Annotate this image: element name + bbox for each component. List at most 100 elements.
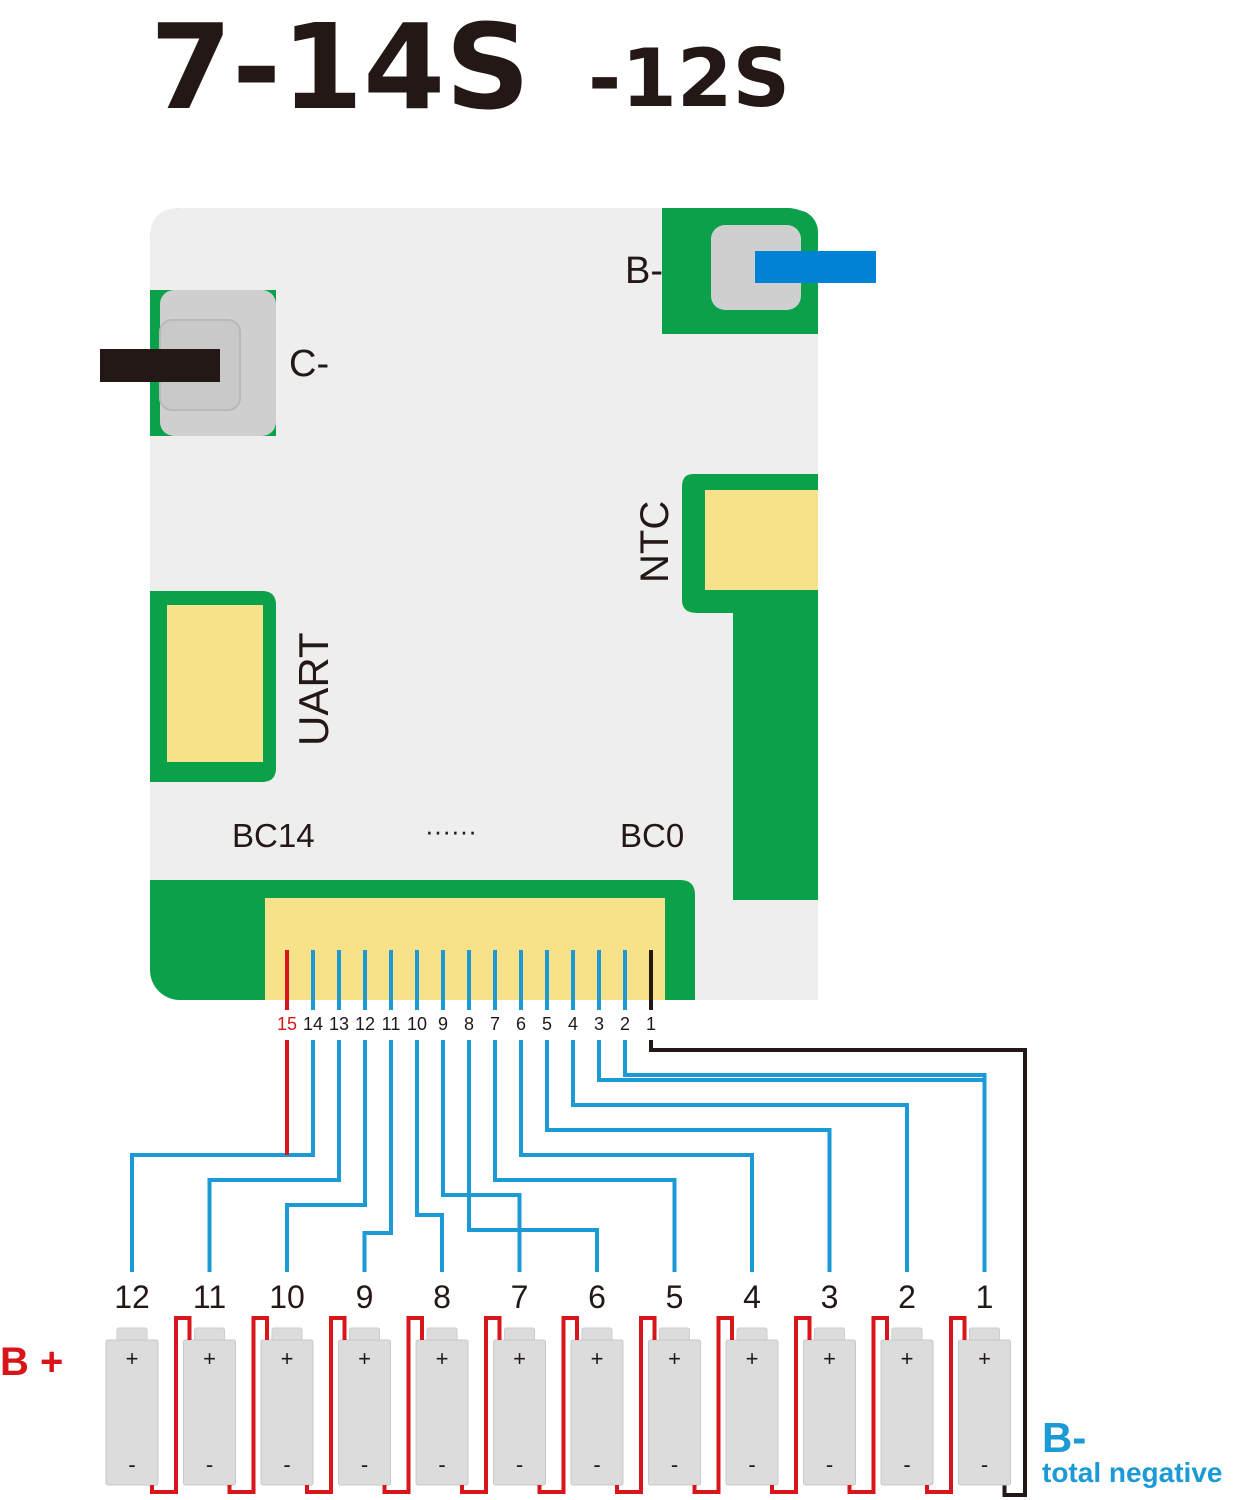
b-minus-sense-wire — [649, 1040, 1027, 1497]
c-minus-cable — [100, 349, 220, 382]
battery-cell-9: +- — [338, 1327, 391, 1486]
cell-body — [183, 1339, 236, 1486]
cell-body — [803, 1339, 856, 1486]
b-minus-total-caption: total negative — [1042, 1457, 1222, 1488]
bc-dots-label: ······ — [425, 816, 477, 846]
series-link-7-6 — [537, 1316, 579, 1494]
cell-body — [415, 1339, 469, 1486]
battery-cell-4: +- — [725, 1327, 779, 1486]
balance-wire-7 — [493, 1040, 677, 1272]
cell-minus-sign: - — [438, 1452, 445, 1477]
pin-label-12: 12 — [355, 1014, 375, 1034]
cell-label-3: 3 — [821, 1279, 839, 1315]
balance-wire-6 — [519, 1040, 754, 1272]
cell-label-9: 9 — [356, 1279, 374, 1315]
pin-label-15: 15 — [277, 1014, 297, 1034]
cell-minus-sign: - — [981, 1452, 988, 1477]
cell-plus-sign: + — [513, 1346, 526, 1371]
cell-label-11: 11 — [193, 1279, 226, 1315]
battery-cell-3: +- — [803, 1327, 856, 1486]
cell-label-1: 1 — [976, 1279, 994, 1315]
pin-label-9: 9 — [438, 1014, 448, 1034]
pin-label-11: 11 — [382, 1014, 401, 1034]
balance-wire-10 — [415, 1040, 444, 1272]
title-main: 7-14S — [150, 0, 530, 136]
uart-label: UART — [290, 632, 337, 746]
cell-minus-sign: - — [283, 1452, 290, 1477]
series-link-8-7 — [460, 1316, 502, 1494]
cell-label-2: 2 — [898, 1279, 916, 1315]
cell-body — [880, 1339, 934, 1486]
b-minus-label: B- — [625, 250, 663, 292]
balance-wire-12 — [285, 1040, 367, 1272]
battery-cell-11: +- — [183, 1327, 236, 1486]
series-link-3-2 — [847, 1316, 889, 1494]
cell-plus-sign: + — [203, 1346, 216, 1371]
b-minus-total-label: B- — [1042, 1414, 1086, 1461]
uart-connector — [167, 605, 263, 762]
battery-cell-6: +- — [570, 1327, 624, 1486]
cell-body — [725, 1339, 779, 1486]
b-plus-label: B + — [0, 1340, 63, 1384]
battery-cell-10: +- — [260, 1327, 314, 1486]
cell-body — [260, 1339, 314, 1486]
cell-plus-sign: + — [901, 1346, 914, 1371]
cell-plus-sign: + — [281, 1346, 294, 1371]
cell-minus-sign: - — [516, 1452, 523, 1477]
pin-label-5: 5 — [542, 1014, 552, 1034]
cell-minus-sign: - — [671, 1452, 678, 1477]
cell-plus-sign: + — [591, 1346, 604, 1371]
balance-wire-13 — [207, 1040, 341, 1272]
board-white-area — [150, 208, 818, 1000]
balance-wire-11 — [362, 1040, 393, 1272]
cell-minus-sign: - — [748, 1452, 755, 1477]
b-minus-cable — [755, 251, 876, 283]
series-link-9-8 — [382, 1316, 424, 1494]
cell-plus-sign: + — [358, 1346, 371, 1371]
balance-wires — [130, 950, 1027, 1497]
cell-minus-sign: - — [826, 1452, 833, 1477]
cell-label-7: 7 — [511, 1279, 529, 1315]
cell-body — [958, 1339, 1011, 1486]
ntc-connector — [705, 490, 818, 590]
balance-wire-14 — [130, 1040, 315, 1272]
cell-minus-sign: - — [206, 1452, 213, 1477]
cell-plus-sign: + — [436, 1346, 449, 1371]
pin-label-3: 3 — [594, 1014, 604, 1034]
cell-plus-sign: + — [668, 1346, 681, 1371]
pin-label-4: 4 — [568, 1014, 578, 1034]
cell-label-12: 12 — [114, 1279, 150, 1315]
cell-plus-sign: + — [823, 1346, 836, 1371]
cell-series-links — [150, 1316, 967, 1494]
balance-wire-9 — [441, 1040, 522, 1272]
pin-label-8: 8 — [464, 1014, 474, 1034]
balance-wire-4 — [571, 1040, 909, 1272]
series-link-6-5 — [615, 1316, 657, 1494]
pin-label-6: 6 — [516, 1014, 526, 1034]
cell-minus-sign: - — [361, 1452, 368, 1477]
bc0-label: BC0 — [620, 817, 684, 854]
battery-cell-8: +- — [415, 1327, 469, 1486]
c-minus-label: C- — [289, 343, 329, 385]
cell-label-6: 6 — [588, 1279, 606, 1315]
battery-cell-1: +- — [958, 1327, 1011, 1486]
pin-label-7: 7 — [490, 1014, 500, 1034]
battery-cell-7: +- — [493, 1327, 546, 1486]
cell-plus-sign: + — [746, 1346, 759, 1371]
cell-label-8: 8 — [433, 1279, 451, 1315]
cell-body — [648, 1339, 701, 1486]
cell-body — [338, 1339, 391, 1486]
cell-label-4: 4 — [743, 1279, 761, 1315]
series-link-12-11 — [150, 1316, 192, 1494]
cell-minus-sign: - — [593, 1452, 600, 1477]
battery-cell-2: +- — [880, 1327, 934, 1486]
ntc-label: NTC — [633, 501, 677, 583]
cell-body — [570, 1339, 624, 1486]
series-link-10-9 — [305, 1316, 347, 1494]
balance-wire-8 — [467, 1040, 599, 1272]
series-link-4-3 — [770, 1316, 812, 1494]
series-link-11-10 — [227, 1316, 269, 1494]
series-link-5-4 — [692, 1316, 734, 1494]
